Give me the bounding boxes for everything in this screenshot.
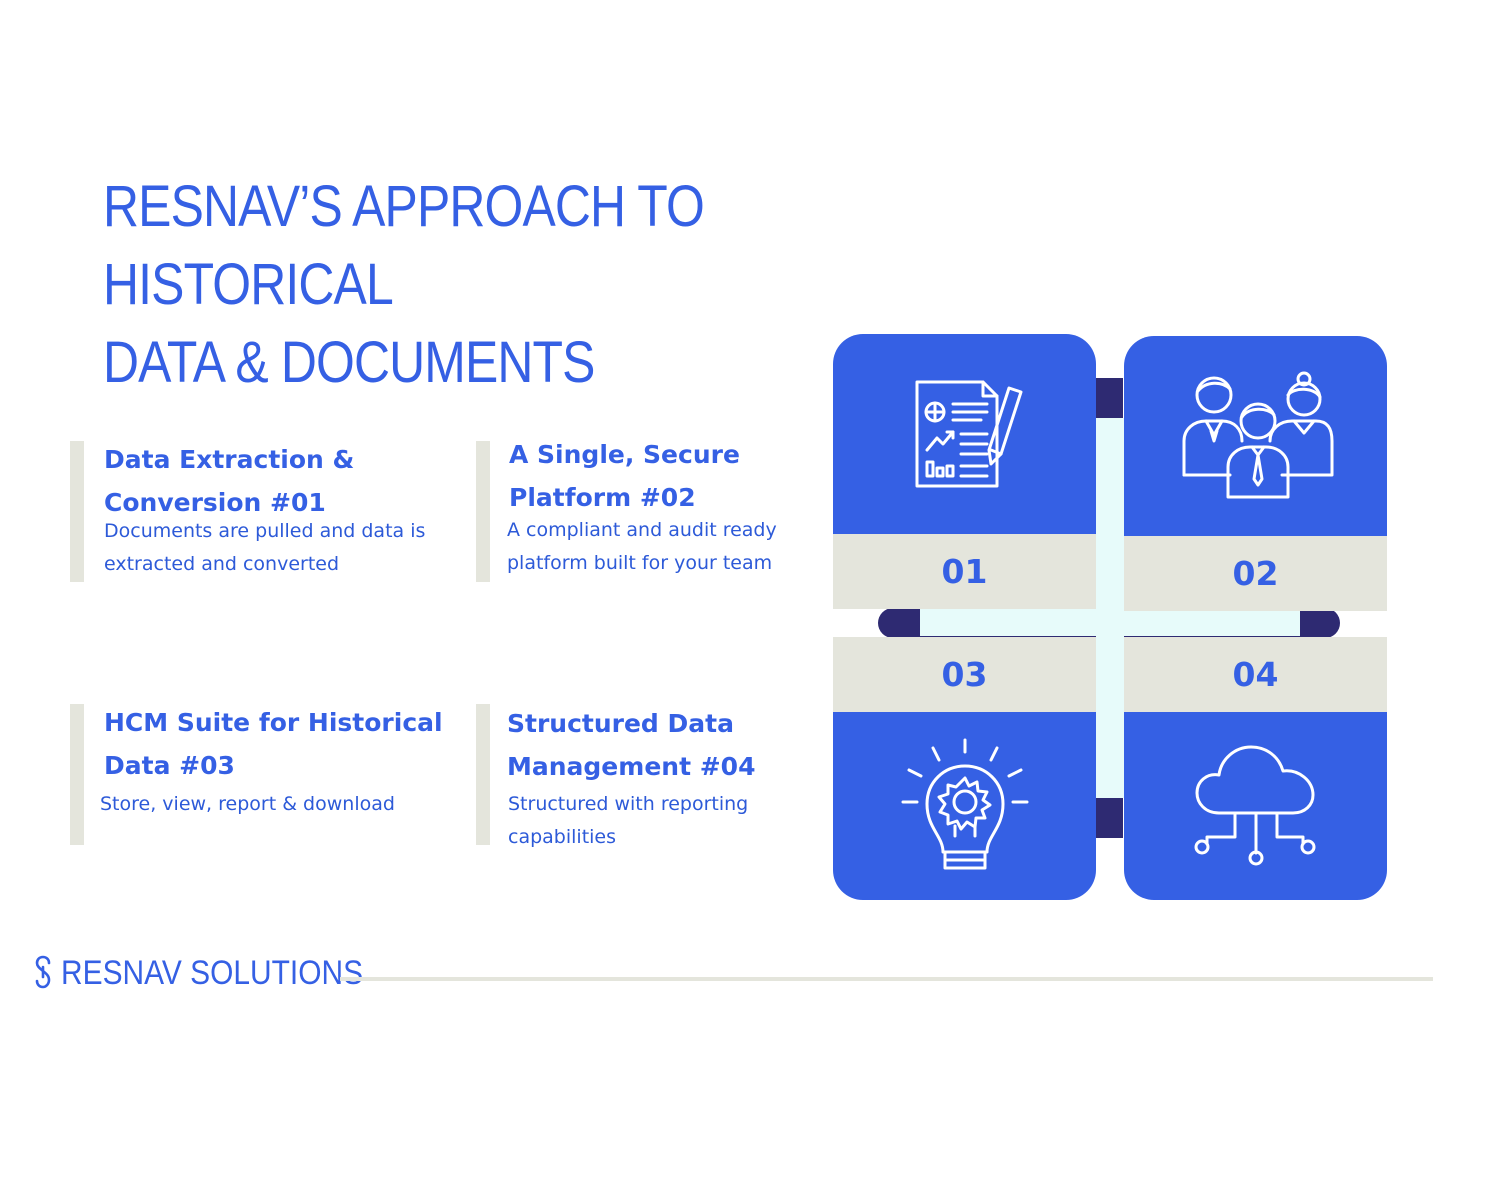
cross-horizontal: [920, 608, 1300, 636]
card-02: [1124, 336, 1387, 536]
card-01: [833, 334, 1096, 534]
brand-name: RESNAV SOLUTIONS: [61, 954, 364, 992]
quadrant-graphic: 01 02 03: [830, 330, 1390, 905]
accent-bar: [70, 704, 84, 845]
team-people-icon: [1182, 371, 1333, 499]
accent-bar: [70, 441, 84, 582]
footer-divider: [340, 977, 1433, 981]
cloud-network-icon: [1194, 745, 1315, 866]
report-document-icon: [915, 380, 1022, 488]
card-number-02: 02: [1124, 536, 1387, 611]
page-title-line-2: DATA & DOCUMENTS: [103, 330, 595, 395]
card-04: [1124, 712, 1387, 900]
feature-description: Store, view, report & download: [100, 793, 395, 815]
feature-heading: Data Extraction & Conversion #01: [104, 445, 355, 517]
card-number-04: 04: [1124, 637, 1387, 712]
page-title: RESNAV’S APPROACH TO HISTORICAL DATA & D…: [103, 168, 808, 402]
card-03: [833, 712, 1096, 900]
lightbulb-gear-icon: [901, 738, 1028, 870]
feature-heading: A Single, Secure Platform #02: [509, 440, 740, 512]
card-number-01: 01: [833, 534, 1096, 609]
feature-description: A compliant and audit ready platform bui…: [507, 519, 777, 574]
feature-description: Structured with reporting capabilities: [508, 793, 749, 848]
card-number-03: 03: [833, 637, 1096, 712]
accent-bar: [476, 704, 490, 845]
feature-description: Documents are pulled and data is extract…: [104, 520, 426, 575]
feature-heading: HCM Suite for Historical Data #03: [104, 708, 443, 780]
page-title-line-1: RESNAV’S APPROACH TO HISTORICAL: [103, 174, 705, 317]
feature-heading: Structured Data Management #04: [507, 709, 756, 781]
accent-bar: [476, 441, 490, 582]
brand-logo-icon: [35, 955, 51, 989]
